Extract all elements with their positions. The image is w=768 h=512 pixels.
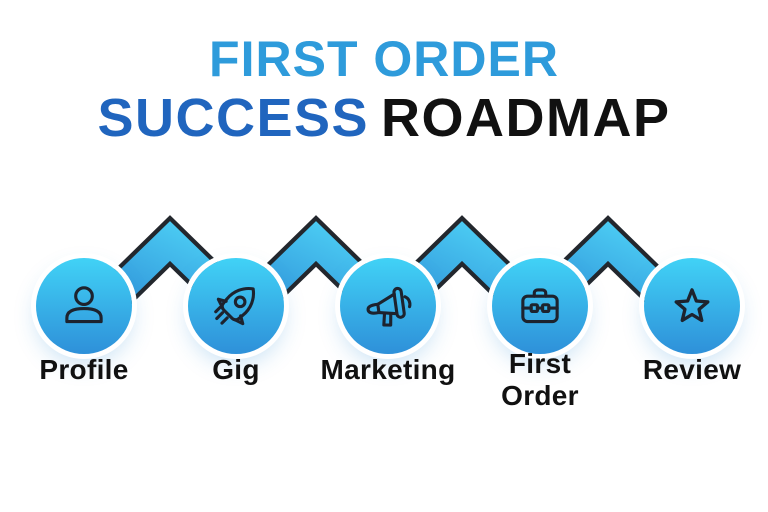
briefcase-icon xyxy=(521,288,559,324)
step-circle-gig xyxy=(188,258,284,354)
star-icon xyxy=(674,288,710,323)
step-circle-profile xyxy=(36,258,132,354)
title-line2-rest: ROADMAP xyxy=(381,88,671,148)
user-icon xyxy=(65,286,103,324)
step-label-profile: Profile xyxy=(39,354,129,385)
step-circle-first-order xyxy=(492,258,588,354)
step-circle-marketing xyxy=(340,258,436,354)
title-line1: FIRST ORDER xyxy=(209,31,559,87)
step-circle-review xyxy=(644,258,740,354)
rocket-icon xyxy=(214,286,256,326)
title-line2-accent: SUCCESS xyxy=(97,88,370,148)
megaphone-icon xyxy=(366,286,412,327)
step-label-gig: Gig xyxy=(212,354,260,385)
step-label-review: Review xyxy=(642,354,742,385)
step-label-first-order: First Order xyxy=(501,348,579,412)
step-label-marketing: Marketing xyxy=(320,354,456,385)
